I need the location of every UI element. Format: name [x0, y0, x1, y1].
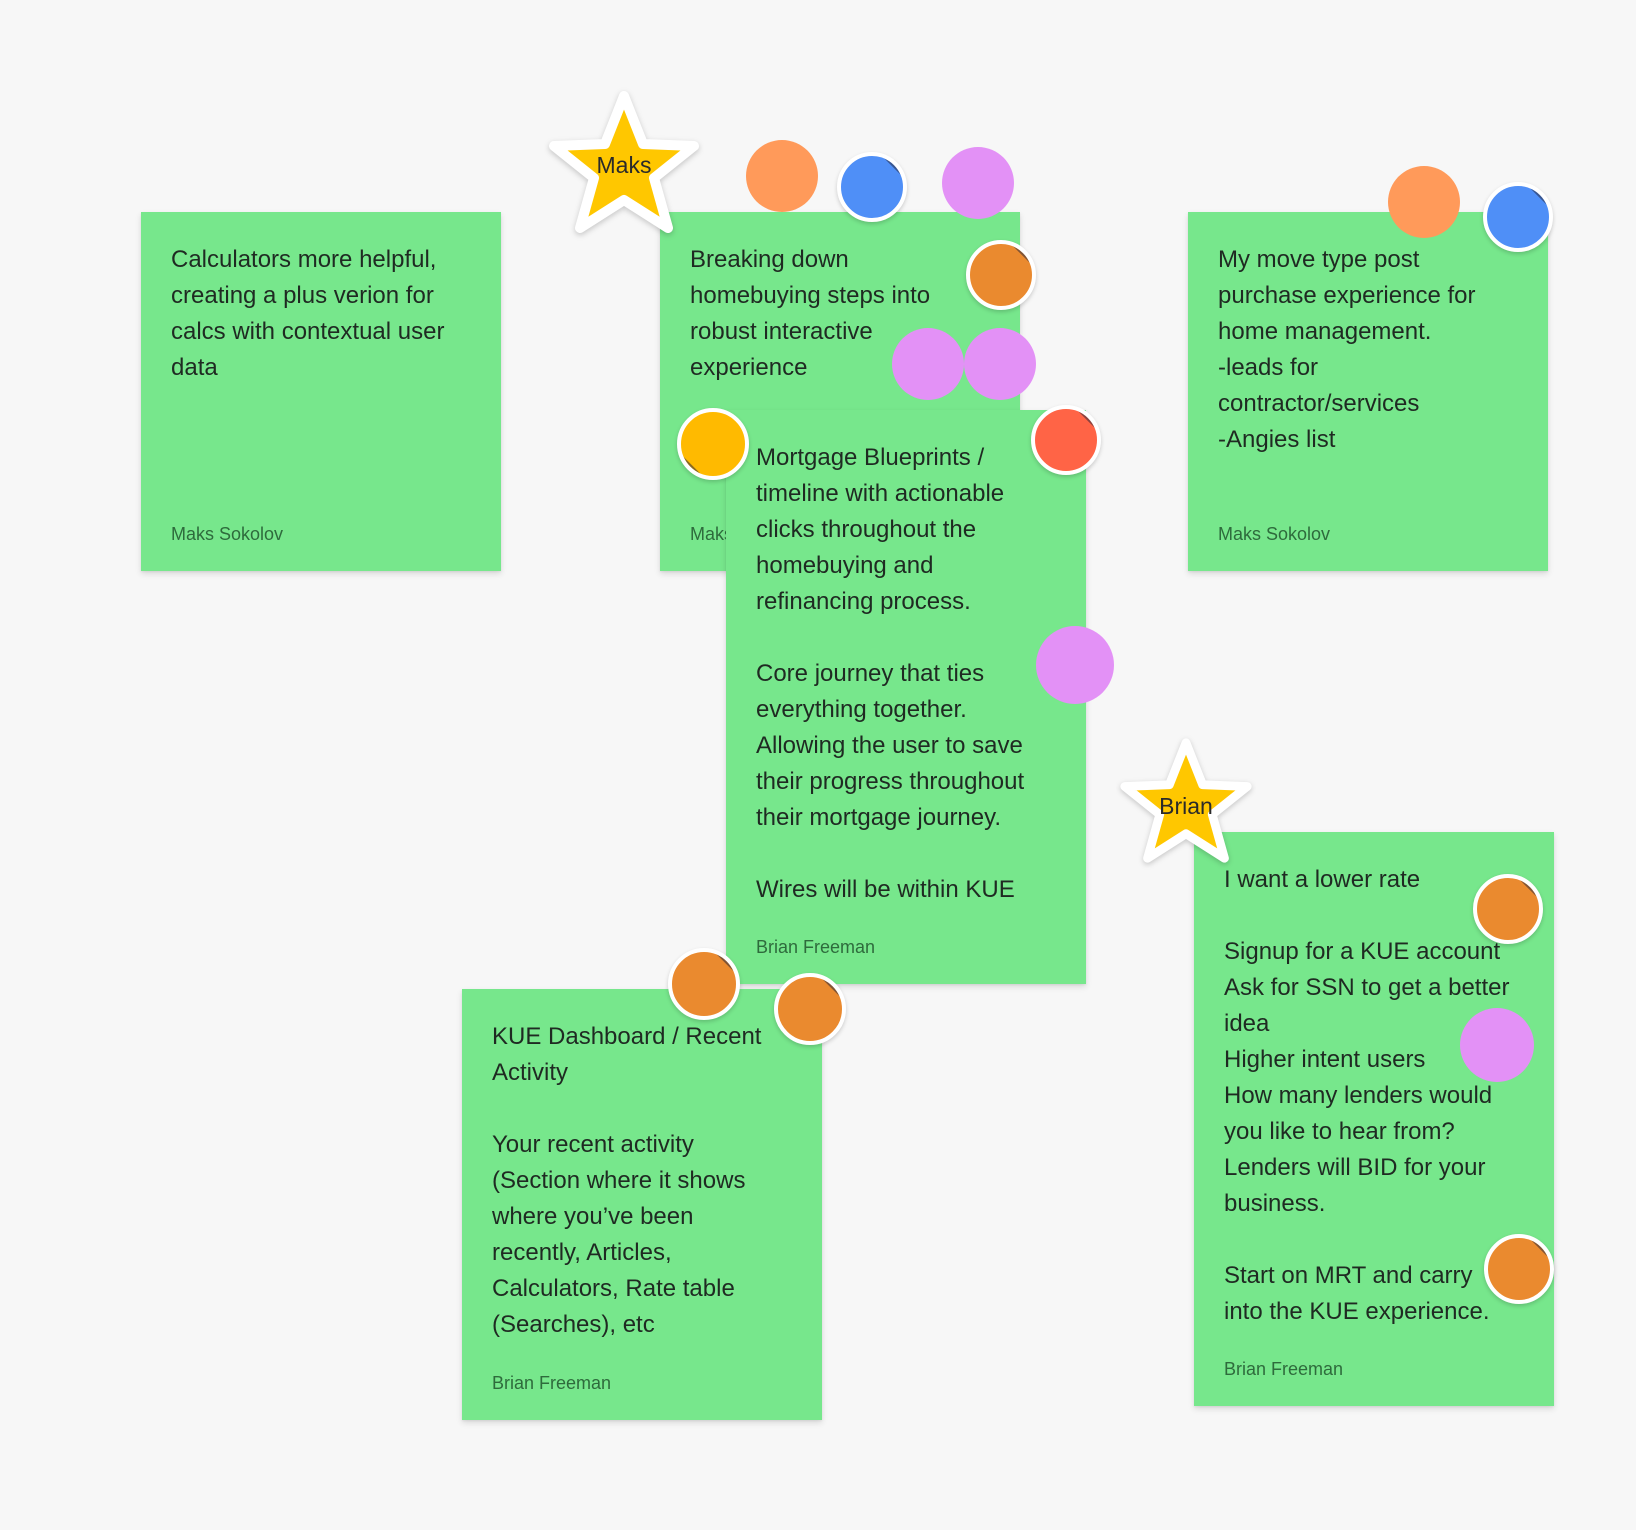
pink-dot-sticker[interactable] — [1460, 1008, 1534, 1082]
note-author: Brian Freeman — [492, 1373, 612, 1393]
note-text: KUE Dashboard / Recent Activity Your rec… — [492, 1023, 762, 1338]
amber-peel-sticker[interactable] — [1473, 874, 1543, 944]
sticky-note-mortgage-blueprints[interactable]: Mortgage Blueprints / timeline with acti… — [726, 410, 1086, 984]
note-text: Mortgage Blueprints / timeline with acti… — [756, 444, 1025, 903]
pink-dot-sticker[interactable] — [964, 328, 1036, 400]
amber-peel-sticker[interactable] — [668, 948, 740, 1020]
star-icon — [1120, 738, 1252, 863]
star-label: Brian — [1159, 793, 1213, 819]
note-text: I want a lower rate Signup for a KUE acc… — [1224, 866, 1510, 1325]
orange-dot-sticker[interactable] — [746, 140, 818, 212]
note-author: Brian Freeman — [756, 937, 876, 957]
note-text: Breaking down homebuying steps into robu… — [690, 246, 931, 381]
pink-dot-sticker[interactable] — [942, 147, 1014, 219]
amber-peel-sticker[interactable] — [966, 240, 1036, 310]
orange-dot-sticker[interactable] — [1388, 166, 1460, 238]
note-author: Brian Freeman — [1224, 1359, 1344, 1379]
yellow-peel-sticker[interactable] — [677, 408, 749, 480]
sticky-note-move-type[interactable]: My move type post purchase experience fo… — [1188, 212, 1548, 571]
note-author: Maks Sokolov — [171, 524, 284, 544]
star-stamp-brian[interactable]: Brian — [1116, 734, 1256, 874]
note-text: Calculators more helpful, creating a plu… — [171, 246, 445, 381]
pink-dot-sticker[interactable] — [1036, 626, 1114, 704]
sticky-note-kue-dashboard[interactable]: KUE Dashboard / Recent Activity Your rec… — [462, 989, 822, 1420]
blue-peel-sticker[interactable] — [837, 152, 907, 222]
star-label: Maks — [596, 152, 652, 178]
sticky-note-calculators[interactable]: Calculators more helpful, creating a plu… — [141, 212, 501, 571]
pink-dot-sticker[interactable] — [892, 328, 964, 400]
amber-peel-sticker[interactable] — [1484, 1234, 1554, 1304]
note-text: My move type post purchase experience fo… — [1218, 246, 1476, 453]
amber-peel-sticker[interactable] — [774, 973, 846, 1045]
blue-peel-sticker[interactable] — [1483, 182, 1553, 252]
note-author: Maks Sokolov — [1218, 524, 1331, 544]
star-stamp-maks[interactable]: Maks — [544, 86, 704, 246]
star-icon — [549, 91, 699, 233]
red-peel-sticker[interactable] — [1031, 405, 1101, 475]
